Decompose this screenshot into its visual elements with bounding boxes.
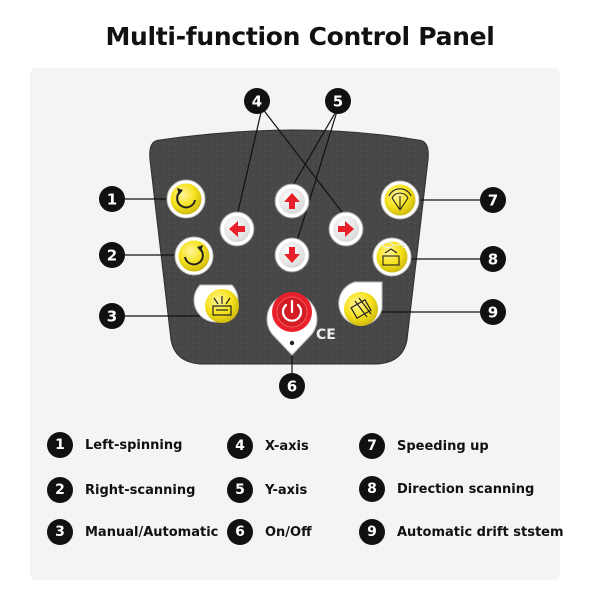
direction-scanning-button[interactable]: [372, 237, 412, 277]
rotate-left-icon: [176, 188, 196, 209]
y-axis-up-button[interactable]: [274, 183, 310, 219]
callout-3: 3: [99, 303, 125, 329]
legend-number: 1: [47, 432, 73, 458]
x-axis-left-button[interactable]: [219, 211, 255, 247]
rotate-left-button[interactable]: [166, 179, 206, 219]
legend-number: 3: [47, 519, 73, 545]
legend-number: 4: [227, 433, 253, 459]
svg-text:6: 6: [287, 378, 297, 396]
legend-label: Left-spinning: [85, 437, 183, 453]
legend-label: Y-axis: [265, 482, 308, 498]
legend-item-1: 1 Left-spinning: [47, 431, 182, 459]
drift-system-icon: [350, 297, 372, 320]
legend-item-6: 6 On/Off: [227, 518, 312, 546]
legend-label: Automatic drift ststem: [397, 524, 564, 540]
automatic-drift-button[interactable]: [338, 281, 383, 326]
callout-7: 7: [480, 187, 506, 213]
callout-1: 1: [99, 186, 125, 212]
svg-text:5: 5: [333, 93, 343, 111]
y-axis-down-button[interactable]: [274, 237, 310, 273]
legend-number: 2: [47, 477, 73, 503]
power-button[interactable]: [266, 292, 318, 356]
manual-automatic-button[interactable]: [193, 284, 239, 323]
page-title: Multi-function Control Panel: [105, 22, 495, 51]
arrow-left-icon: [229, 221, 245, 237]
callout-8: 8: [480, 246, 506, 272]
svg-text:4: 4: [252, 93, 262, 111]
rotate-right-button[interactable]: [174, 236, 214, 276]
legend-item-4: 4 X-axis: [227, 432, 309, 460]
callout-6: 6: [279, 373, 305, 399]
legend-item-3: 3 Manual/Automatic: [47, 518, 218, 546]
speed-fan-icon: [388, 188, 412, 211]
direction-scan-icon: [382, 248, 400, 266]
speeding-up-button[interactable]: [380, 180, 420, 220]
svg-text:2: 2: [107, 247, 117, 265]
legend-label: Manual/Automatic: [85, 524, 219, 540]
callout-5: 5: [325, 88, 351, 114]
callout-4: 4: [244, 88, 270, 114]
callout-2: 2: [99, 242, 125, 268]
legend-item-8: 8 Direction scanning: [359, 475, 534, 503]
legend-number: 9: [359, 519, 385, 545]
svg-text:9: 9: [488, 304, 498, 322]
legend-number: 5: [227, 477, 253, 503]
legend-item-2: 2 Right-scanning: [47, 476, 195, 504]
arrow-down-icon: [284, 247, 300, 263]
scan-indicator-icon: [382, 241, 407, 249]
arrow-up-icon: [284, 193, 300, 209]
arrow-right-icon: [338, 221, 354, 237]
legend-number: 7: [359, 433, 385, 459]
power-icon: [281, 299, 303, 322]
legend-item-7: 7 Speeding up: [359, 432, 489, 460]
leader-lines: [112, 107, 488, 383]
manual-automatic-icon: [212, 296, 232, 316]
ce-mark: CE: [316, 327, 336, 343]
svg-text:1: 1: [107, 191, 117, 209]
svg-text:7: 7: [488, 192, 498, 210]
svg-text:3: 3: [107, 308, 117, 326]
legend-item-5: 5 Y-axis: [227, 476, 307, 504]
callout-9: 9: [480, 299, 506, 325]
legend-item-9: 9 Automatic drift ststem: [359, 518, 564, 546]
x-axis-right-button[interactable]: [328, 211, 364, 247]
legend-label: On/Off: [265, 524, 312, 540]
legend-label: X-axis: [265, 438, 309, 454]
legend-label: Direction scanning: [397, 481, 535, 497]
legend-number: 8: [359, 476, 385, 502]
rotate-right-icon: [184, 245, 204, 266]
legend-label: Speeding up: [397, 438, 489, 454]
legend-label: Right-scanning: [85, 482, 196, 498]
legend-number: 6: [227, 519, 253, 545]
svg-text:8: 8: [488, 251, 498, 269]
